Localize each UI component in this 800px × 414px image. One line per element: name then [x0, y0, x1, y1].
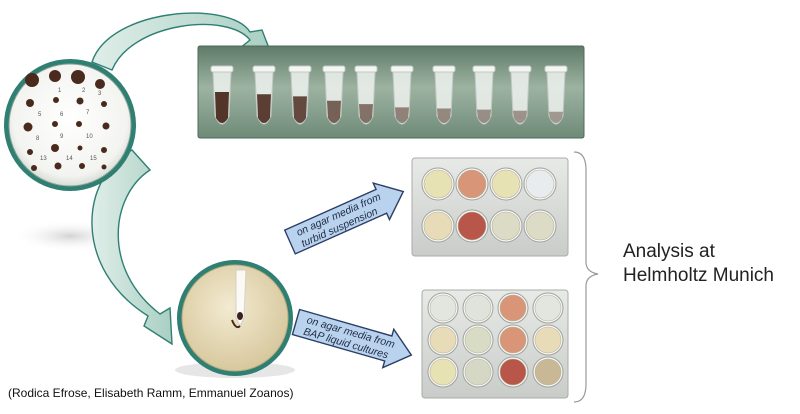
- agar-plate-icon: [462, 324, 494, 356]
- svg-text:10: 10: [86, 134, 93, 140]
- microcentrifuge-tube-icon: [252, 65, 276, 125]
- credits-label: (Rodica Efrose, Elisabeth Ramm, Emmanuel…: [8, 386, 294, 400]
- microcentrifuge-tube-icon: [288, 65, 312, 125]
- samples-petri-dish: 1 2 3 5 6 7 8 9 10 13 14 15: [4, 59, 136, 191]
- curved-arrow-to-culture: [91, 149, 173, 346]
- microcentrifuge-tube-icon: [390, 65, 414, 125]
- agar-plate-icon: [421, 167, 455, 201]
- analysis-bracket: [573, 151, 599, 403]
- svg-text:5: 5: [38, 112, 42, 118]
- microcentrifuge-tube-icon: [354, 65, 378, 125]
- svg-text:6: 6: [60, 112, 64, 118]
- arrow-turbid-suspension: on agar media from turbid suspension: [283, 181, 405, 255]
- agar-plate-icon: [532, 324, 564, 356]
- svg-text:13: 13: [40, 156, 47, 162]
- microcentrifuge-tube-icon: [472, 65, 496, 125]
- svg-text:2: 2: [82, 88, 86, 94]
- svg-text:9: 9: [60, 134, 64, 140]
- svg-text:1: 1: [58, 88, 62, 94]
- tube-row: [210, 65, 568, 125]
- agar-plate-icon: [427, 324, 459, 356]
- plates-photo-lower: [421, 289, 569, 399]
- arrow-bap-liquid-cultures: on agar media from BAP liquid cultures: [291, 308, 413, 369]
- svg-text:7: 7: [86, 110, 90, 116]
- microcentrifuge-tube-icon: [322, 65, 346, 125]
- microcentrifuge-tube-icon: [544, 65, 568, 125]
- agar-plate-icon: [462, 356, 494, 388]
- agar-plate-icon: [532, 356, 564, 388]
- agar-plate-icon: [497, 292, 529, 324]
- agar-plate-icon: [455, 167, 489, 201]
- agar-plate-icon: [455, 209, 489, 243]
- analysis-label: Analysis at Helmholtz Munich: [623, 240, 798, 288]
- agar-plate-icon: [421, 209, 455, 243]
- agar-plate-icon: [523, 209, 557, 243]
- svg-text:14: 14: [66, 156, 73, 162]
- sediment-samples: [23, 70, 110, 171]
- tube-strip-photo: [197, 45, 585, 139]
- microcentrifuge-tube-icon: [210, 65, 234, 125]
- svg-text:15: 15: [90, 156, 97, 162]
- agar-plate-icon: [489, 167, 523, 201]
- agar-plate-icon: [489, 209, 523, 243]
- sample-numbers: 1 2 3 5 6 7 8 9 10 13 14 15: [36, 88, 102, 162]
- agar-plate-icon: [427, 356, 459, 388]
- analysis-line-2: Helmholtz Munich: [623, 265, 774, 286]
- plates-photo-upper: [411, 157, 569, 257]
- microcentrifuge-tube-icon: [508, 65, 532, 125]
- analysis-line-1: Analysis at: [623, 241, 715, 262]
- enrichment-culture-dish: [175, 260, 295, 378]
- agar-plate-icon: [497, 324, 529, 356]
- svg-text:8: 8: [36, 136, 40, 142]
- agar-plate-icon: [497, 356, 529, 388]
- agar-plate-icon: [523, 167, 557, 201]
- microcentrifuge-tube-icon: [231, 269, 247, 329]
- agar-plate-icon: [532, 292, 564, 324]
- agar-plate-icon: [427, 292, 459, 324]
- svg-text:3: 3: [98, 91, 102, 97]
- microcentrifuge-tube-icon: [432, 65, 456, 125]
- agar-plate-icon: [462, 292, 494, 324]
